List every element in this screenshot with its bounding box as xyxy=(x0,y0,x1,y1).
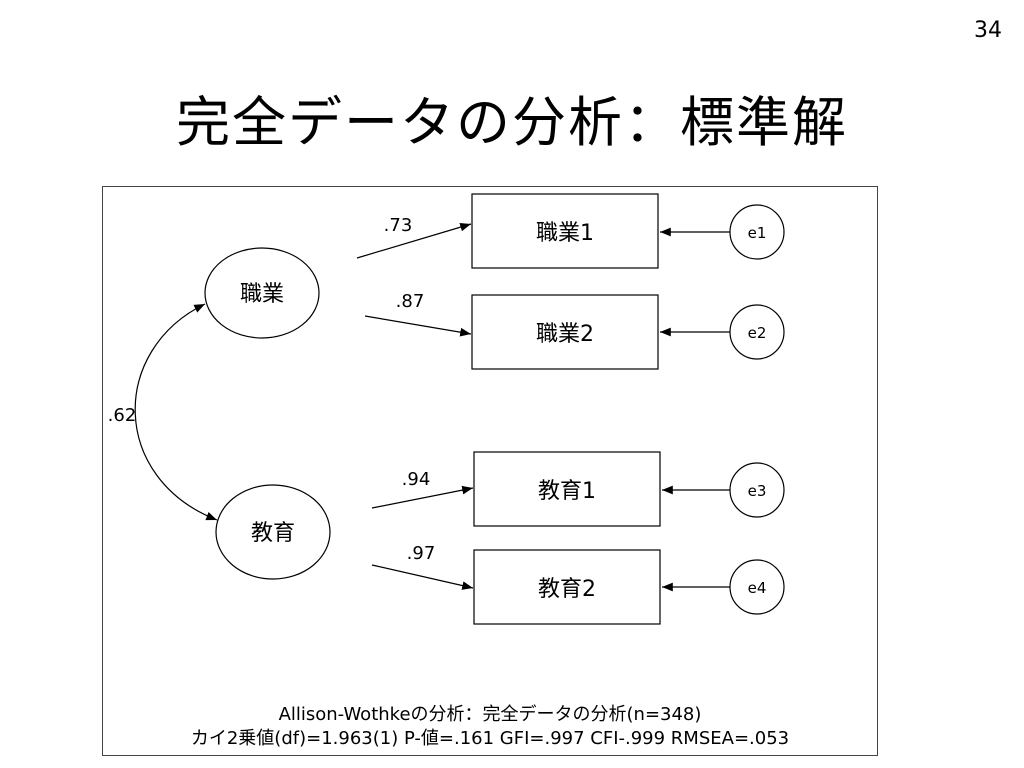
caption-fit-indices: カイ2乗値(df)=1.963(1) P-値=.161 GFI=.997 CFI… xyxy=(190,728,790,749)
latent-label-shokugyo: 職業 xyxy=(240,282,284,307)
loading-value-shokugyo2: .87 xyxy=(396,291,425,312)
observed-label-kyoiku1: 教育1 xyxy=(538,479,596,504)
loading-value-shokugyo1: .73 xyxy=(384,215,413,236)
observed-label-shokugyo1: 職業1 xyxy=(536,221,594,246)
page-number: 34 xyxy=(974,18,1002,43)
loading-arrow-kyoiku2 xyxy=(371,564,474,590)
loading-arrow-shokugyo1 xyxy=(356,222,472,259)
error-label-e2: e2 xyxy=(748,324,767,342)
observed-box-kyoiku2 xyxy=(473,549,661,625)
observed-box-kyoiku1 xyxy=(473,451,661,527)
loading-value-kyoiku2: .97 xyxy=(407,543,436,564)
latent-ellipse-shokugyo xyxy=(204,247,320,339)
loading-arrow-kyoiku1 xyxy=(371,485,474,509)
error-label-e3: e3 xyxy=(748,482,767,500)
caption-title: Allison-Wothkeの分析：完全データの分析(n=348) xyxy=(278,704,702,725)
loading-arrow-shokugyo2 xyxy=(364,315,472,337)
loading-value-kyoiku1: .94 xyxy=(402,469,431,490)
observed-label-kyoiku2: 教育2 xyxy=(538,577,596,602)
latent-ellipse-kyoiku xyxy=(215,484,331,580)
error-label-e1: e1 xyxy=(748,224,767,242)
correlation-value: .62 xyxy=(108,405,137,426)
observed-box-shokugyo1 xyxy=(471,193,659,269)
observed-box-shokugyo2 xyxy=(471,294,659,370)
diagram-frame xyxy=(102,186,878,756)
slide-title: 完全データの分析：標準解 xyxy=(176,91,848,154)
latent-label-kyoiku: 教育 xyxy=(251,521,295,546)
error-label-e4: e4 xyxy=(748,579,767,597)
correlation-arrow xyxy=(134,303,218,521)
observed-label-shokugyo2: 職業2 xyxy=(536,322,594,347)
